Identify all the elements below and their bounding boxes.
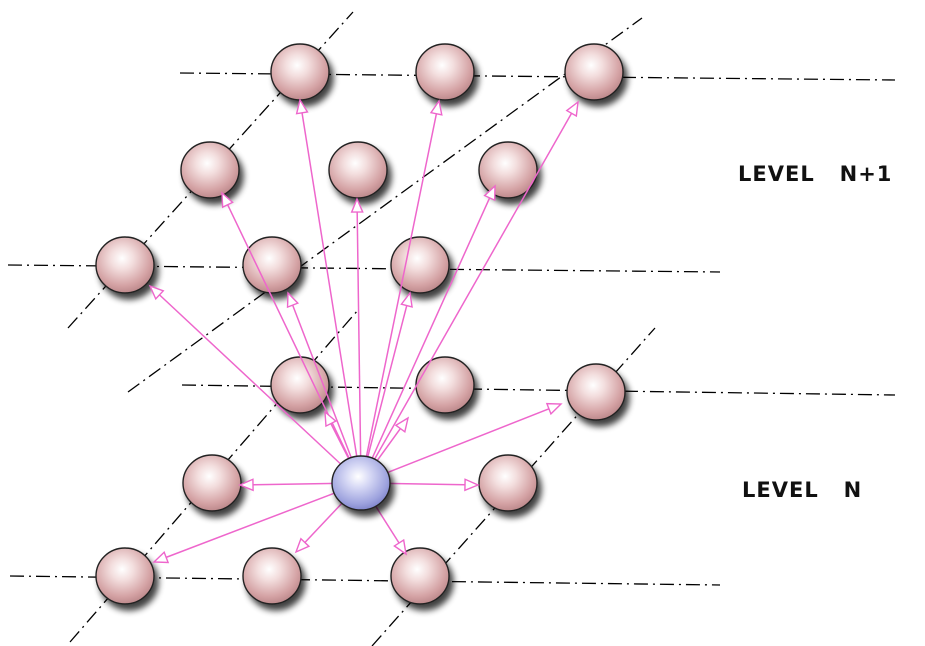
lattice-node — [478, 141, 538, 199]
arrow-head — [393, 538, 407, 556]
guide-lines — [7, 11, 896, 646]
arrow-line — [383, 408, 550, 475]
guide-line — [179, 72, 896, 81]
lattice-node — [242, 236, 302, 294]
arrow-head — [394, 416, 410, 433]
lattice-node — [270, 43, 330, 101]
arrow-head — [148, 284, 165, 301]
arrow-line — [372, 112, 573, 463]
arrow-layer — [148, 98, 579, 564]
arrow-line — [158, 294, 344, 468]
lattice-node — [328, 141, 388, 199]
arrow-line — [356, 211, 362, 460]
arrow-line — [252, 482, 338, 486]
lattice-node — [182, 454, 242, 512]
lattice-node — [242, 547, 302, 605]
level-label-lower: LEVEL N — [742, 478, 863, 502]
arrow-head — [295, 98, 309, 115]
arrow-line — [304, 499, 346, 544]
guide-line — [9, 575, 721, 586]
arrow-head — [464, 478, 480, 492]
lattice-node — [95, 236, 155, 294]
arrow-line — [365, 113, 438, 460]
arrow-line — [384, 482, 466, 486]
arrow-head — [400, 291, 413, 308]
center-node-layer — [331, 455, 391, 511]
arrow-head — [429, 99, 443, 116]
arrow-head — [152, 550, 170, 564]
arrow-line — [374, 428, 401, 464]
lattice-node — [390, 547, 450, 605]
arrow-line — [165, 490, 339, 559]
lattice-node — [566, 363, 626, 421]
arrow-line — [373, 502, 400, 544]
lattice-node — [415, 356, 475, 414]
lattice-node — [415, 43, 475, 101]
arrow-line — [370, 197, 491, 462]
lattice-node — [95, 547, 155, 605]
arrow-line — [330, 423, 351, 462]
lattice-node — [478, 454, 538, 512]
arrow-head — [286, 291, 300, 309]
arrow-head — [221, 191, 234, 209]
lattice-node — [180, 141, 240, 199]
arrow-line — [291, 304, 354, 461]
arrow-head — [350, 197, 364, 213]
level-label-upper: LEVEL N+1 — [738, 162, 893, 186]
arrow-line — [301, 112, 358, 460]
arrow-head — [238, 478, 254, 492]
arrow-line — [366, 305, 408, 460]
lattice-node — [390, 236, 450, 294]
arrow-head — [483, 184, 496, 202]
arrow-head — [294, 537, 311, 554]
lattice-node — [270, 356, 330, 414]
arrow-head — [565, 100, 579, 118]
guide-line — [127, 17, 643, 393]
center-node — [331, 455, 391, 511]
lattice-node — [564, 43, 624, 101]
arrow-head — [324, 410, 338, 428]
node-layer — [95, 43, 626, 605]
arrow-head — [545, 402, 563, 416]
